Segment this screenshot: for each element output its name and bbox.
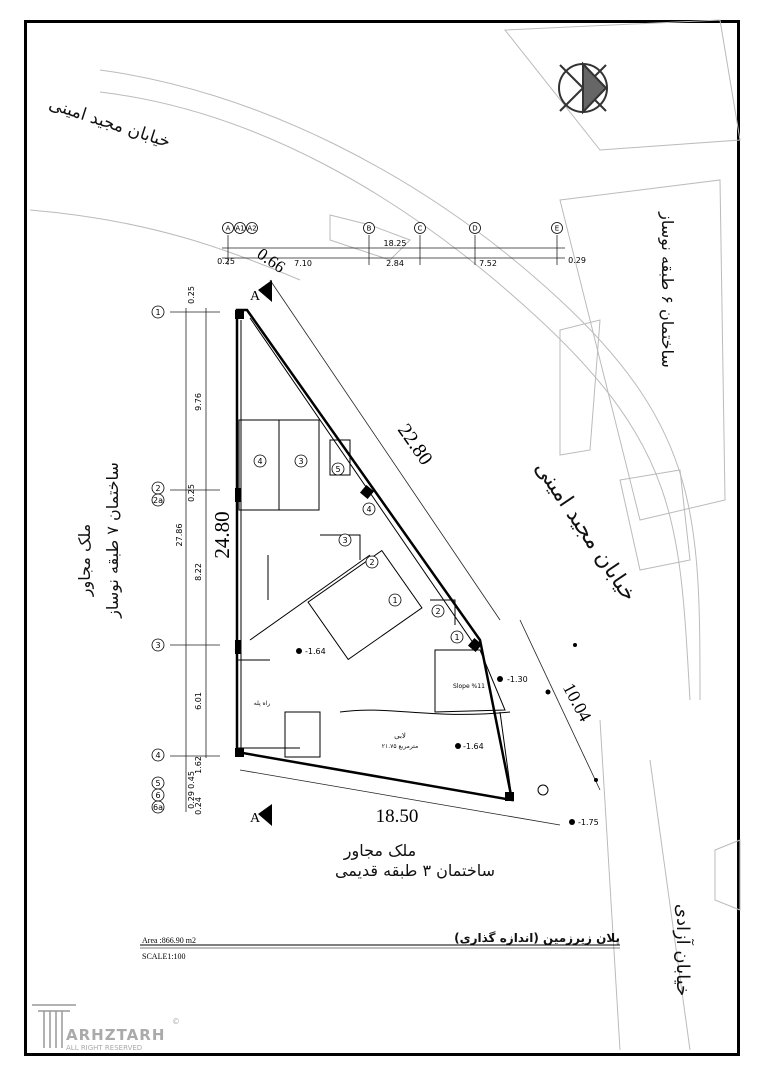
left-dim-seg-1: 0.25 <box>187 286 196 304</box>
left-dim-seg-8: 0.29 <box>187 791 196 809</box>
neighbor-bottom-title: ملک مجاور <box>343 841 417 861</box>
columns <box>235 310 514 801</box>
room-number: 3 <box>342 536 347 545</box>
room-number: 4 <box>257 457 262 466</box>
site-context-lines <box>29 19 741 1051</box>
dimension-lines <box>170 235 601 826</box>
column-grid-bubbles <box>222 222 563 234</box>
left-dim-seg-9: 0.24 <box>194 797 203 815</box>
drain-icon <box>537 784 549 796</box>
grid-row-6: 6 <box>155 791 160 800</box>
section-letter-bottom: A <box>250 811 261 826</box>
section-marker-bottom <box>258 804 272 826</box>
room-number: 3 <box>298 457 303 466</box>
grid-col-E: E <box>555 225 559 233</box>
site-dim-left: 24.80 <box>210 511 234 558</box>
room-number: 2 <box>369 558 374 567</box>
left-dim-seg-5: 6.01 <box>194 692 203 710</box>
site-dim-diagonal: 22.80 <box>393 420 437 469</box>
left-dim-seg-3: 0.25 <box>187 484 196 502</box>
level-bottom-right: -1.75 <box>578 818 599 827</box>
top-dim-seg-5: 0.29 <box>568 256 586 265</box>
drawing-frame <box>24 20 740 1056</box>
logo-mark-symbol: © <box>172 1017 180 1026</box>
grid-row-1: 1 <box>155 308 160 317</box>
logo-brand: ARHZTARH <box>66 1026 165 1044</box>
plan-title: پلان زیرزمین (اندازه گذاری) <box>454 931 620 945</box>
site-dim-bottom: 18.50 <box>376 806 419 827</box>
grid-row-6a: 6a <box>153 803 163 812</box>
grid-row-4: 4 <box>155 751 160 760</box>
left-dim-seg-7: 0.45 <box>187 771 196 789</box>
plan-scale: SCALE1:100 <box>142 952 186 961</box>
section-letter-top: A <box>250 289 261 304</box>
plan-area: Area :866.90 m2 <box>142 936 196 945</box>
left-dim-seg-4: 8.22 <box>194 563 203 581</box>
building-inner-lines <box>238 317 513 801</box>
grid-row-5: 5 <box>155 779 160 788</box>
section-marker-top <box>258 280 272 302</box>
north-arrow-icon <box>558 61 608 115</box>
room-number: 2 <box>435 607 440 616</box>
grid-col-A: A <box>226 225 231 233</box>
title-lines <box>140 944 620 949</box>
level-slope: Slope %11 <box>453 683 485 690</box>
top-dim-seg-4: 7.52 <box>479 259 497 268</box>
level-ramp-end: -1.30 <box>507 675 528 684</box>
top-dim-seg-1: 0.25 <box>217 257 235 266</box>
left-dim-seg-6: 1.62 <box>194 756 203 774</box>
grid-row-2: 2 <box>155 484 160 493</box>
logo-mark <box>32 1004 76 1048</box>
level-markers <box>296 643 598 825</box>
room-label-stair: راه پله <box>254 700 271 707</box>
room-number-circles <box>253 454 464 644</box>
logo-tagline: ALL RIGHT RESERVED <box>66 1044 142 1052</box>
left-dim-overall: 27.86 <box>175 524 184 547</box>
grid-row-2a: 2a <box>153 496 163 505</box>
room-number: 5 <box>335 465 340 474</box>
top-dim-seg-2: 7.10 <box>294 259 312 268</box>
street-label-top: خیابان مجید امینی <box>46 94 172 152</box>
neighbor-left-title: ملک مجاور <box>75 524 95 598</box>
grid-col-A2: A2 <box>247 225 256 233</box>
left-dim-seg-2: 9.76 <box>194 393 203 411</box>
site-dim-top-edge: 0.66 <box>254 244 289 277</box>
room-label-lobby: لابی <box>394 732 406 740</box>
grid-col-C: C <box>418 225 423 233</box>
room-label-lobby-area: ۲۱.۷۵ مترمربع <box>382 743 418 750</box>
site-dim-right-short: 10.04 <box>559 680 596 725</box>
neighbor-bottom-building: ساختمان ۳ طبقه قدیمی <box>335 861 495 880</box>
room-number: 4 <box>366 505 371 514</box>
top-dim-seg-3: 2.84 <box>386 259 404 268</box>
grid-col-D: D <box>472 225 477 233</box>
room-number: 1 <box>454 633 459 642</box>
street-label-bottom-right: خیابان آزادی <box>672 904 695 996</box>
grid-col-A1: A1 <box>235 225 244 233</box>
level-main: -1.64 <box>305 647 326 656</box>
neighbor-left-building: ساختمان ۷ طبقه نوساز <box>103 462 123 619</box>
neighbor-right-building: ساختمان ۶ طبقه نوساز <box>657 211 677 368</box>
building-outline <box>235 308 514 802</box>
row-grid-bubbles <box>151 305 165 814</box>
grid-row-3: 3 <box>155 641 160 650</box>
top-dim-overall: 18.25 <box>384 239 407 248</box>
level-lobby: -1.64 <box>463 742 484 751</box>
room-number: 1 <box>392 596 397 605</box>
grid-col-B: B <box>367 225 372 233</box>
